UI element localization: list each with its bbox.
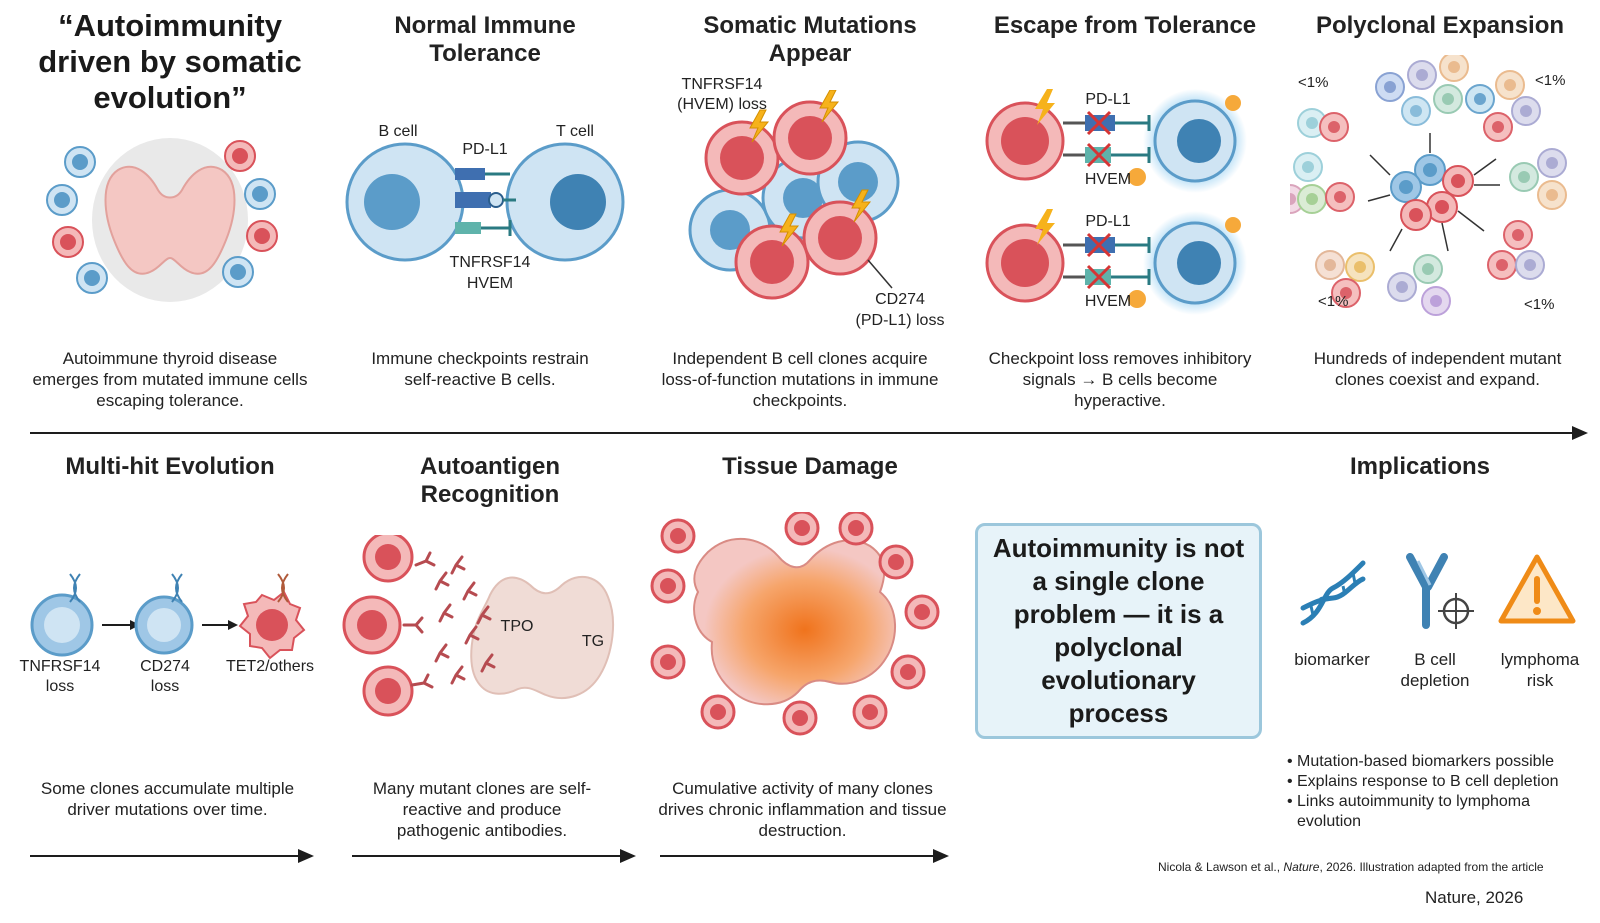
expansion-pct-top-right: <1%	[1535, 72, 1566, 89]
surrounding-cells	[46, 140, 278, 294]
main-title: “Autoimmunity driven by somatic evolutio…	[38, 8, 302, 115]
implication-bullet: Links autoimmunity to lymphoma evolution	[1287, 792, 1597, 832]
tnfrsf14-hvem-loss-label-1: TNFRSF14	[681, 76, 763, 93]
pdl1-label: PD-L1	[462, 141, 508, 158]
panel-title-escape-tolerance: Escape from Tolerance	[993, 12, 1257, 39]
expansion-pct-bottom-right: <1%	[1524, 296, 1555, 313]
escape-hvem-label-top: HVEM	[1084, 171, 1132, 188]
polyclonal-expansion-illustration	[1290, 55, 1567, 316]
panel-caption-escape: Checkpoint loss removes inhibitory signa…	[988, 349, 1252, 410]
cd274-loss-label-2: (PD-L1) loss	[855, 312, 945, 329]
warning-icon	[1498, 554, 1576, 624]
citation-journal: Nature	[1283, 860, 1320, 874]
b-cell-label: B cell	[378, 123, 418, 140]
implications-bullet-list: Mutation-based biomarkers possible Expla…	[1287, 752, 1597, 832]
escape-tolerance-illustration	[985, 89, 1247, 315]
multi-hit-cd274-label-1: CD274	[140, 658, 190, 675]
panel-title-somatic-mutations: Somatic Mutations Appear	[703, 12, 917, 67]
panel-title-normal-tolerance: Normal Immune Tolerance	[394, 12, 576, 67]
escape-row-top	[985, 89, 1247, 193]
autoantigen-recognition-illustration	[342, 535, 614, 717]
implication-b-cell-label-1: B cell	[1414, 650, 1456, 669]
peripheral-clones	[1290, 55, 1567, 316]
panel-title-polyclonal-expansion: Polyclonal Expansion	[1315, 12, 1565, 39]
row2-arrow-3	[660, 849, 949, 863]
escape-pdl1-label-bottom: PD-L1	[1085, 213, 1131, 230]
tissue-damage-illustration	[650, 512, 940, 736]
row1-timeline-arrow	[30, 426, 1588, 440]
panel-title-implications: Implications	[1349, 453, 1491, 480]
source-label: Nature, 2026	[1425, 888, 1524, 907]
citation-text: Nicola & Lawson et al., Nature, 2026. Il…	[1158, 860, 1544, 874]
tg-antigen-label: TG	[581, 633, 605, 650]
panel-title-multi-hit: Multi-hit Evolution	[65, 453, 275, 480]
row2-arrow-2	[352, 849, 636, 863]
implication-biomarker-label: biomarker	[1294, 650, 1370, 669]
implication-lymphoma-label-1: lymphoma	[1500, 650, 1580, 669]
multi-hit-tet2-label: TET2/others	[225, 658, 315, 675]
center-clones	[1390, 154, 1474, 231]
panel-title-autoantigen: Autoantigen Recognition	[420, 453, 560, 508]
expansion-pct-bottom-left: <1%	[1318, 293, 1349, 310]
panel-caption-expansion: Hundreds of independent mutant clones co…	[1313, 349, 1562, 389]
citation-rest: , 2026. Illustration adapted from the ar…	[1319, 860, 1544, 874]
implication-bullet: Explains response to B cell depletion	[1287, 772, 1597, 792]
panel-caption-checkpoints: Immune checkpoints restrain self-reactiv…	[371, 349, 589, 389]
panel-caption-autoantigen: Many mutant clones are self-reactive and…	[372, 779, 592, 840]
tpo-antigen-label: TPO	[500, 618, 534, 635]
escape-hvem-label-bottom: HVEM	[1084, 293, 1132, 310]
tnfrsf14-hvem-loss-label-2: (HVEM) loss	[677, 96, 767, 113]
multi-hit-tnfrsf14-label-2: loss	[45, 678, 75, 695]
multi-hit-cd274-label-2: loss	[150, 678, 180, 695]
row2-arrow-1	[30, 849, 314, 863]
panel-caption-multi-hit: Some clones accumulate multiple driver m…	[40, 779, 295, 819]
panel-title-tissue-damage: Tissue Damage	[722, 453, 898, 480]
expansion-pct-top-left: <1%	[1298, 74, 1329, 91]
implication-bullet: Mutation-based biomarkers possible	[1287, 752, 1597, 772]
tnfrsf14-label: TNFRSF14	[449, 254, 531, 271]
multi-hit-tnfrsf14-label-1: TNFRSF14	[19, 658, 101, 675]
dna-icon	[1300, 560, 1366, 626]
implication-lymphoma-label-2: risk	[1526, 671, 1554, 690]
panel-caption-somatic: Independent B cell clones acquire loss-o…	[661, 349, 939, 410]
panel-caption-tissue-damage: Cumulative activity of many clones drive…	[658, 779, 947, 840]
antibody-target-icon	[1406, 553, 1474, 629]
cd274-loss-label-1: CD274	[875, 291, 925, 308]
mutated-clones-illustration	[688, 90, 900, 300]
escape-pdl1-label-top: PD-L1	[1085, 91, 1131, 108]
checkpoint-interaction-illustration	[345, 142, 625, 262]
t-cell-label: T cell	[556, 123, 594, 140]
panel-caption-thyroid: Autoimmune thyroid disease emerges from …	[32, 349, 308, 410]
receptor-pairs	[455, 168, 516, 236]
implication-b-cell-label-2: depletion	[1400, 671, 1470, 690]
citation-authors: Nicola & Lawson et al.,	[1158, 860, 1284, 874]
thyroid-with-cells-illustration	[46, 138, 278, 302]
multi-hit-evolution-illustration	[30, 573, 306, 660]
hvem-label: HVEM	[466, 275, 514, 292]
escape-row-bottom	[985, 209, 1247, 315]
key-message-callout: Autoimmunity is not a single clone probl…	[975, 523, 1262, 739]
